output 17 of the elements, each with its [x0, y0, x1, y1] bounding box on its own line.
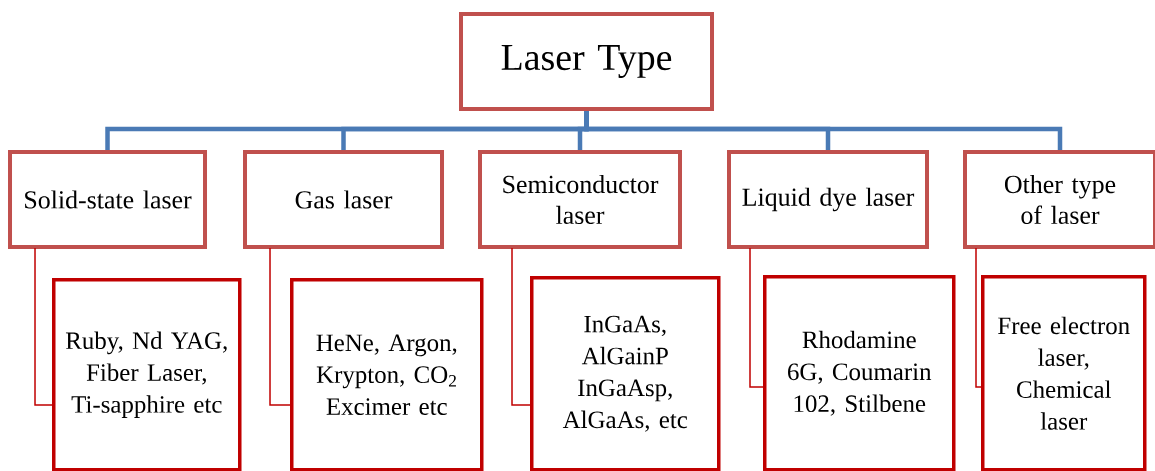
connector-line — [749, 247, 764, 388]
boss-box: Laser Type — [459, 12, 714, 111]
example-box: InGaAs, AlGainP InGaAsp, AlGaAs, etc — [530, 276, 721, 471]
category-box: Solid-state laser — [8, 150, 207, 249]
connector-line — [511, 247, 531, 406]
connector-line — [584, 111, 1063, 150]
category-box: Liquid dye laser — [727, 150, 929, 249]
example-box: Rhodamine 6G, Coumarin 102, Stilbene — [763, 275, 956, 471]
connector-line — [34, 247, 53, 406]
example-box: HeNe, Argon, Krypton, CO$_{2}$ Excimer etc — [290, 278, 484, 471]
example-box: Free electron laser, Chemical laser — [981, 275, 1147, 471]
category-box: Gas laser — [243, 150, 444, 249]
category-box: Other type of laser — [963, 150, 1155, 249]
example-box: Ruby, Nd YAG, Fiber Laser, Ti-sapphire etc — [52, 278, 242, 471]
category-box: Semiconductor laser — [478, 150, 682, 249]
connector-line — [975, 247, 982, 388]
connector-line — [269, 247, 291, 406]
